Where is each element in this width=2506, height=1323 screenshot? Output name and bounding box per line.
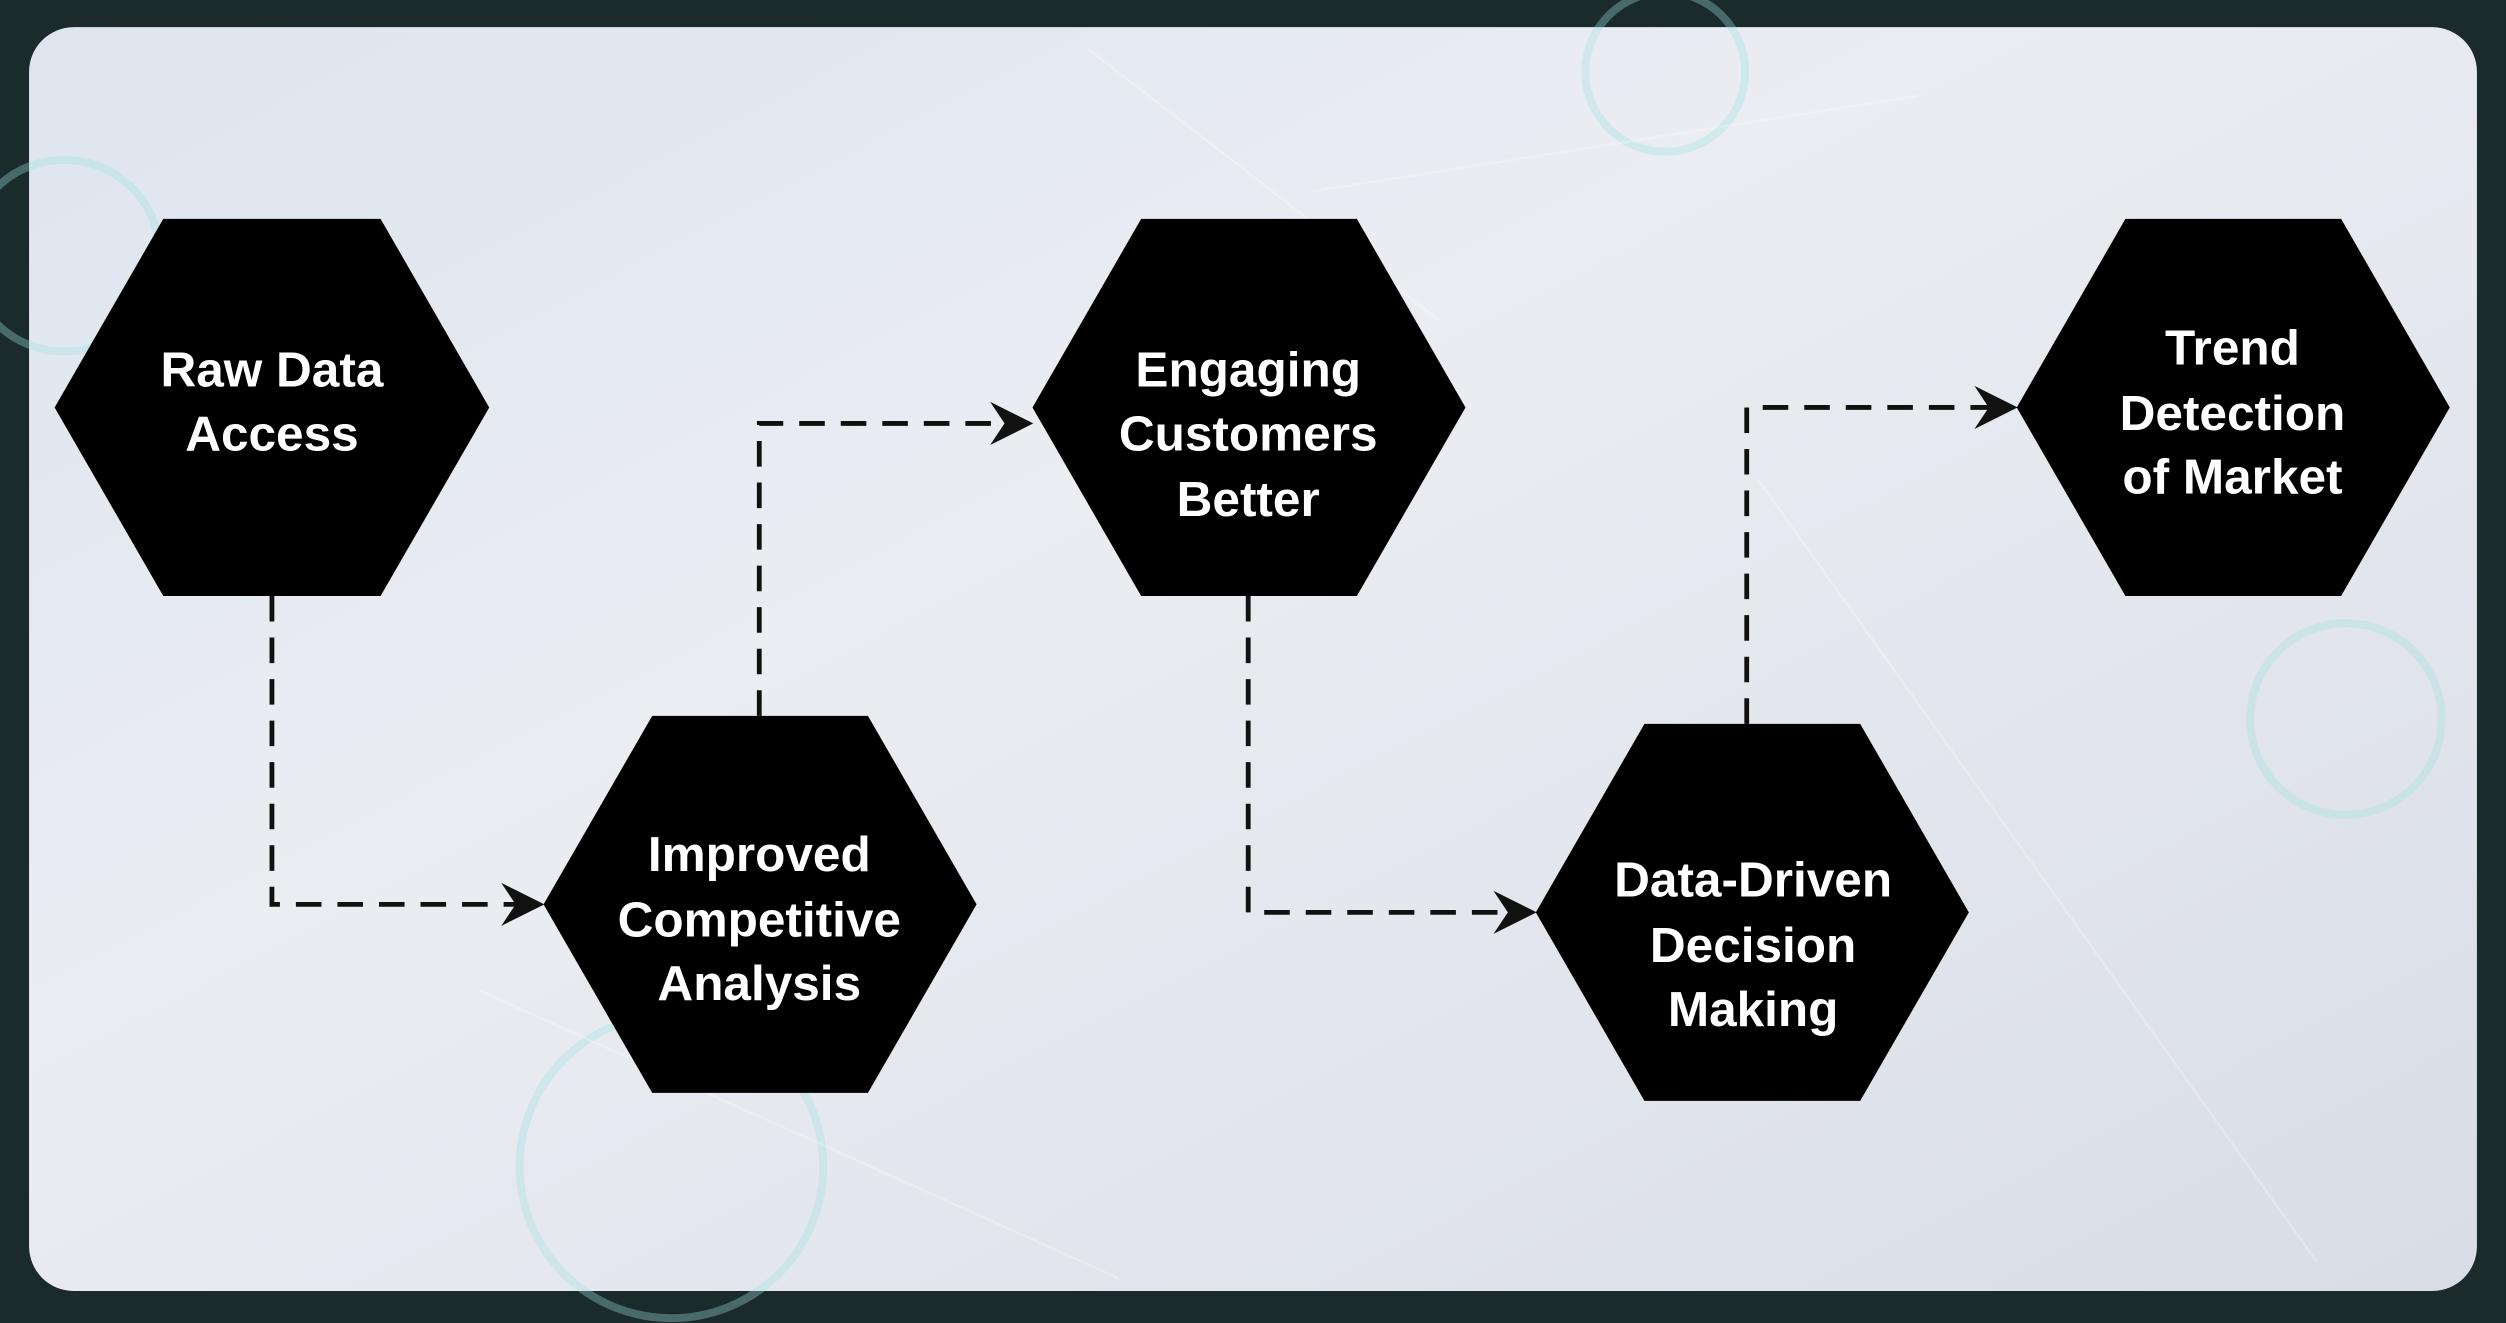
step-label-line: Analysis <box>657 956 861 1011</box>
step-label-line: Engaging <box>1135 343 1361 398</box>
step-data-driven-decision-making: Data-Driven Decision Making <box>1535 723 1969 1101</box>
step-label-line: Detection <box>2120 386 2346 441</box>
step-label-line: Data-Driven <box>1614 852 1892 907</box>
connector-3-4 <box>1245 595 1537 934</box>
step-label-line: Improved <box>648 827 871 882</box>
panel <box>29 27 2477 1292</box>
hexagon-shape <box>1535 723 1969 1101</box>
step-label-line: Raw Data <box>160 343 383 398</box>
step-label-line: Decision <box>1650 918 1856 973</box>
hexagon-shape <box>2016 218 2450 596</box>
step-label-line: Better <box>1177 472 1320 527</box>
step-raw-data-access: Raw Data Access <box>54 218 490 596</box>
step-trend-detection-of-market: Trend Detection of Market <box>2016 218 2450 596</box>
step-label-line: Customers <box>1119 407 1378 462</box>
connector-1-2 <box>269 595 545 926</box>
step-label-line: Making <box>1668 982 1839 1037</box>
connector-2-3 <box>756 401 1034 716</box>
step-engaging-customers-better: Engaging Customers Better <box>1032 218 1466 596</box>
step-label-line: Trend <box>2165 320 2300 375</box>
step-improved-competitive-analysis: Improved Competitive Analysis <box>543 715 977 1093</box>
hexagon-shape <box>1032 218 1466 596</box>
step-label-line: Competitive <box>618 892 901 947</box>
hexagon-shape <box>543 715 977 1093</box>
hexagon-shape <box>54 218 490 596</box>
step-label-line: of Market <box>2122 450 2342 505</box>
connector-4-5 <box>1744 385 2018 724</box>
step-label-line: Access <box>185 407 358 462</box>
